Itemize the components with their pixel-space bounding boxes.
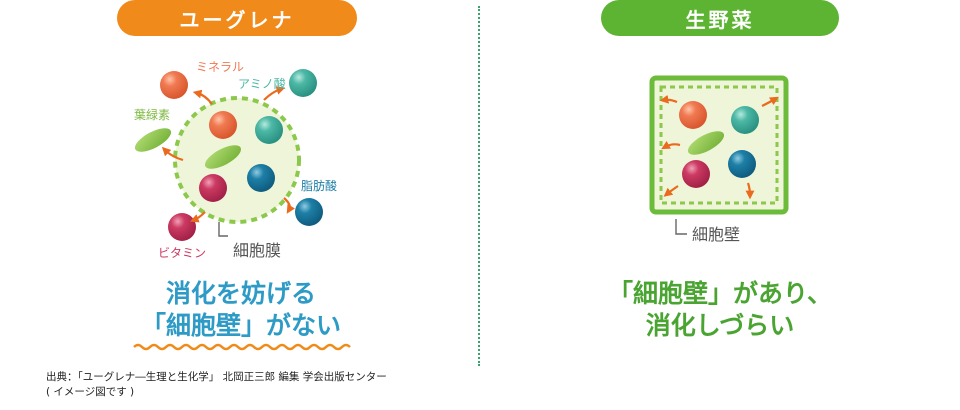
wavy-underline	[133, 343, 351, 351]
amino-acid-particle	[255, 116, 283, 144]
arrow-icon	[661, 140, 681, 150]
arrow-icon	[189, 211, 206, 223]
euglena-title: ユーグレナ	[117, 0, 357, 36]
euglena-headline: 消化を妨げる 「細胞壁」がない	[98, 278, 384, 342]
chlorophyll-particle	[204, 145, 242, 169]
cell-wall-label: 細胞壁	[692, 225, 740, 244]
chlorophyll-label: 葉緑素	[134, 107, 170, 122]
arrow-icon	[283, 197, 296, 214]
amino-acid-label: アミノ酸	[238, 76, 286, 91]
chlorophyll-particle	[687, 131, 725, 155]
arrow-icon	[745, 182, 755, 200]
mineral-label: ミネラル	[196, 60, 244, 74]
mineral-particle	[209, 111, 237, 139]
membrane-leader-line	[218, 222, 228, 237]
outflow-arrows	[161, 86, 296, 223]
chlorophyll-particle-outside	[134, 128, 172, 152]
vitamin-particle	[682, 160, 710, 188]
fatty-acid-label: 脂肪酸	[301, 178, 337, 193]
arrow-icon	[192, 89, 213, 105]
euglena-headline-line1: 消化を妨げる	[165, 279, 316, 308]
arrow-icon	[161, 146, 184, 162]
mineral-particle	[679, 101, 707, 129]
cell-membrane-circle	[173, 96, 301, 224]
image-note: ( イメージ図です )	[46, 386, 135, 398]
arrow-icon	[761, 96, 779, 107]
arrow-icon	[663, 185, 679, 197]
raw-vegetable-title: 生野菜	[601, 0, 839, 36]
vegetable-headline-line1: 「細胞壁」があり、	[607, 279, 832, 308]
source-citation: 出典：「ユーグレナ―生理と生化学」 北岡正三郎 編集 学会出版センター	[46, 371, 387, 383]
fatty-acid-particle-outside	[295, 198, 323, 226]
vitamin-particle	[199, 174, 227, 202]
blocked-arrows	[659, 94, 779, 200]
cell-wall-leader-line	[675, 219, 687, 235]
fatty-acid-particle	[247, 164, 275, 192]
divider	[478, 6, 480, 366]
vitamin-label: ビタミン	[158, 246, 206, 260]
amino-acid-particle-outside	[289, 69, 317, 97]
arrow-icon	[263, 86, 286, 101]
cell-membrane-label: 細胞膜	[233, 242, 281, 260]
mineral-particle-outside	[160, 71, 188, 99]
vitamin-particle-outside	[168, 213, 196, 241]
arrow-icon	[659, 94, 678, 104]
euglena-headline-line2: 「細胞壁」がない	[140, 311, 341, 340]
euglena-diagram: ミネラル アミノ酸 葉緑素 脂肪酸 ビタミン 細胞膜	[133, 60, 351, 351]
cell-membrane-box	[659, 85, 779, 205]
vegetable-headline: 「細胞壁」があり、 消化しづらい	[570, 278, 870, 342]
amino-acid-particle	[731, 106, 759, 134]
fatty-acid-particle	[728, 150, 756, 178]
vegetable-diagram: 細胞壁	[649, 75, 789, 244]
vegetable-headline-line2: 消化しづらい	[645, 311, 795, 340]
